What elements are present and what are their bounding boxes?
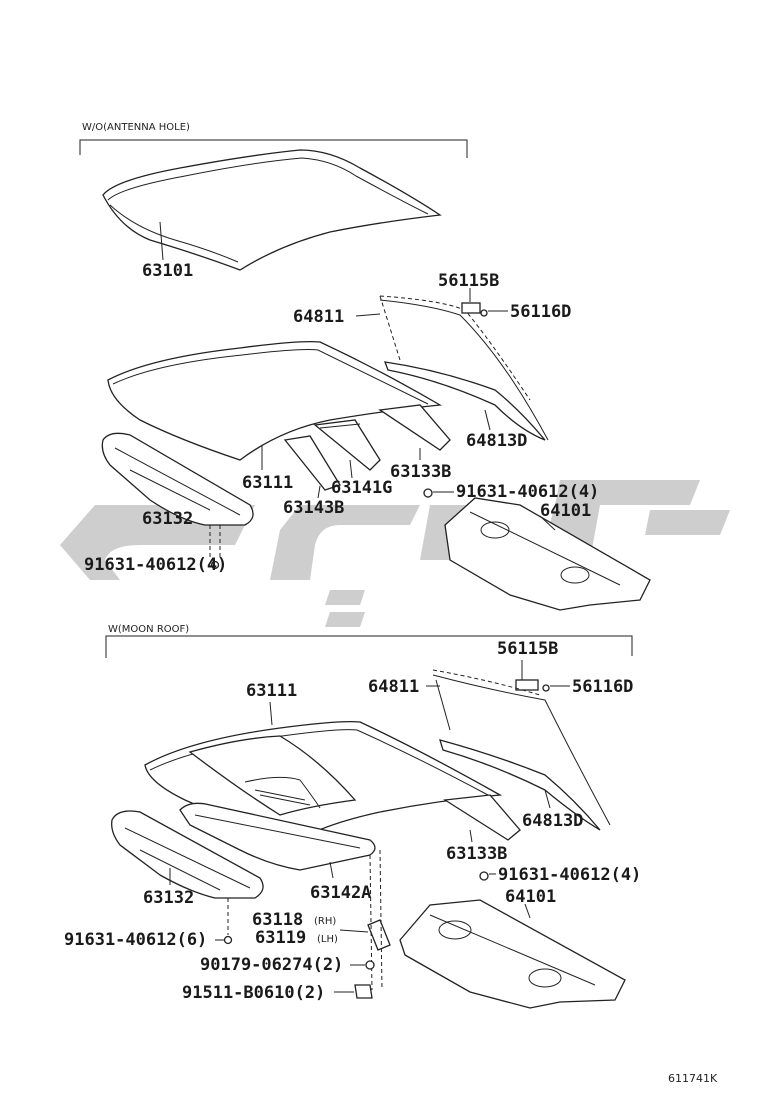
- label-64811-lower: 64811: [368, 677, 419, 697]
- package-tray-64101: [444, 497, 651, 611]
- screw-91511: [354, 984, 373, 999]
- lower-section-bracket: [105, 635, 633, 658]
- upper-section-bracket: [79, 139, 468, 158]
- label-56115B: 56115B: [438, 271, 499, 291]
- leader-64101: [539, 515, 556, 531]
- roof-rail-63133B: [378, 404, 451, 451]
- label-56115B-lower: 56115B: [497, 639, 558, 659]
- label-63111-lower: 63111: [246, 681, 297, 701]
- nut-90179: [365, 960, 375, 970]
- roof-bow-63143B: [283, 435, 341, 491]
- leader-63143B: [317, 485, 321, 499]
- front-header-63132-lower: [111, 810, 264, 899]
- bolt-91631-lower-right: [479, 871, 489, 881]
- roof-panel-63101: [102, 149, 442, 271]
- label-63132: 63132: [142, 509, 193, 529]
- label-63133B: 63133B: [390, 462, 451, 482]
- clip-56115B-lower: [515, 679, 539, 691]
- label-64101-lower: 64101: [505, 887, 556, 907]
- label-91631-4-upper-right: 91631-40612(4): [456, 482, 599, 502]
- label-91631-6: 91631-40612(6): [64, 930, 207, 950]
- leader-64811: [355, 313, 381, 317]
- clip-56116D-lower: [542, 684, 550, 692]
- diagram-code: 611741K: [668, 1072, 718, 1085]
- leader-63141G: [349, 459, 353, 479]
- leader-63101: [159, 221, 164, 261]
- roof-panel-63111: [107, 340, 443, 461]
- label-63142A: 63142A: [310, 883, 371, 903]
- label-90179: 90179-06274(2): [200, 955, 343, 975]
- front-header-63132: [101, 432, 254, 526]
- upper-section-header: W/O(ANTENNA HOLE): [82, 122, 190, 133]
- label-64813D-lower: 64813D: [522, 811, 583, 831]
- roof-bow-63141G: [313, 419, 381, 471]
- label-91511: 91511-B0610(2): [182, 983, 325, 1003]
- label-64813D: 64813D: [466, 431, 527, 451]
- roof-rail-63133B-lower: [443, 794, 521, 841]
- label-63133B-lower: 63133B: [446, 844, 507, 864]
- package-tray-64101-lower: [399, 899, 626, 1009]
- label-63101: 63101: [142, 261, 193, 281]
- label-63111: 63111: [242, 473, 293, 493]
- leader-64813D: [484, 409, 491, 431]
- bolt-91631-upper-left: [210, 560, 220, 570]
- bolt-91631-upper-right: [423, 488, 433, 498]
- moonroof-housing-63142A: [179, 802, 376, 871]
- label-63118: 63118: [252, 910, 303, 930]
- rear-window-64811-lower: [432, 669, 611, 831]
- label-63119-lh: (LH): [317, 934, 338, 945]
- label-63141G: 63141G: [331, 478, 392, 498]
- label-63132-lower: 63132: [143, 888, 194, 908]
- label-63119: 63119: [255, 928, 306, 948]
- label-63143B: 63143B: [283, 498, 344, 518]
- label-91631-4-upper-left: 91631-40612(4): [84, 555, 227, 575]
- clip-56116D: [480, 309, 488, 317]
- label-64811: 64811: [293, 307, 344, 327]
- bracket-63118-63119: [367, 919, 391, 951]
- clip-56115B: [461, 302, 481, 314]
- label-91631-4-lower: 91631-40612(4): [498, 865, 641, 885]
- lower-section-header: W(MOON ROOF): [108, 624, 189, 635]
- bolt-91631-lower-left: [223, 935, 233, 945]
- label-56116D: 56116D: [510, 302, 571, 322]
- label-56116D-lower: 56116D: [572, 677, 633, 697]
- label-64101: 64101: [540, 501, 591, 521]
- label-63118-rh: (RH): [314, 916, 336, 927]
